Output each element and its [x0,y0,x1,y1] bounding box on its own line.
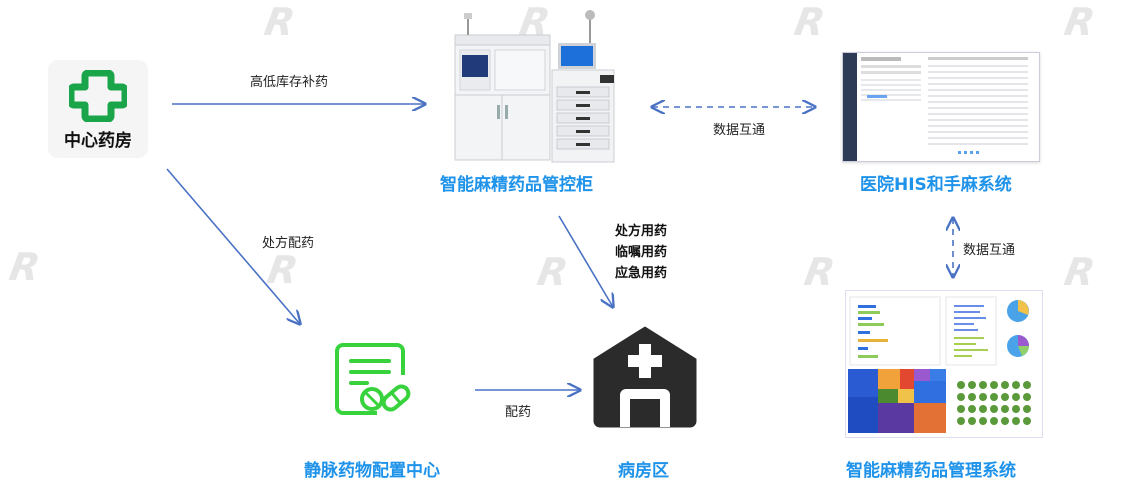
node-label-his: 医院HIS和手麻系统 [860,175,1012,195]
node-central-pharmacy: 中心药房 [48,60,148,158]
green-cross-icon [69,70,127,122]
edge-label-restock: 高低库存补药 [250,75,329,90]
edge-label-data-sync-right: 数据互通 [963,243,1016,258]
node-label-central-pharmacy: 中心药房 [64,131,132,151]
prescription-pills-icon [335,343,411,415]
node-label-ward: 病房区 [618,461,669,481]
edge-label-dispense: 配药 [505,405,532,420]
smart-cabinet-image [454,10,615,163]
ward-house-icon [593,326,697,428]
node-label-mgmt: 智能麻精药品管理系统 [846,461,1016,481]
his-system-screenshot [842,52,1040,162]
node-label-cabinet: 智能麻精药品管控柜 [440,175,593,195]
edge-label-prescription-use: 处方用药 [615,224,668,239]
arrow-cabinet-to-ward [558,215,613,307]
node-label-pivas: 静脉药物配置中心 [304,461,440,481]
edge-label-prescription-dispense: 处方配药 [262,236,315,251]
edge-label-emergency-use: 应急用药 [615,266,668,281]
mgmt-dashboard-screenshot [845,290,1043,438]
edge-label-order-use: 临嘱用药 [615,245,668,260]
arrow-pharmacy-to-pivas [166,168,300,324]
edge-label-data-sync-top: 数据互通 [713,123,766,138]
